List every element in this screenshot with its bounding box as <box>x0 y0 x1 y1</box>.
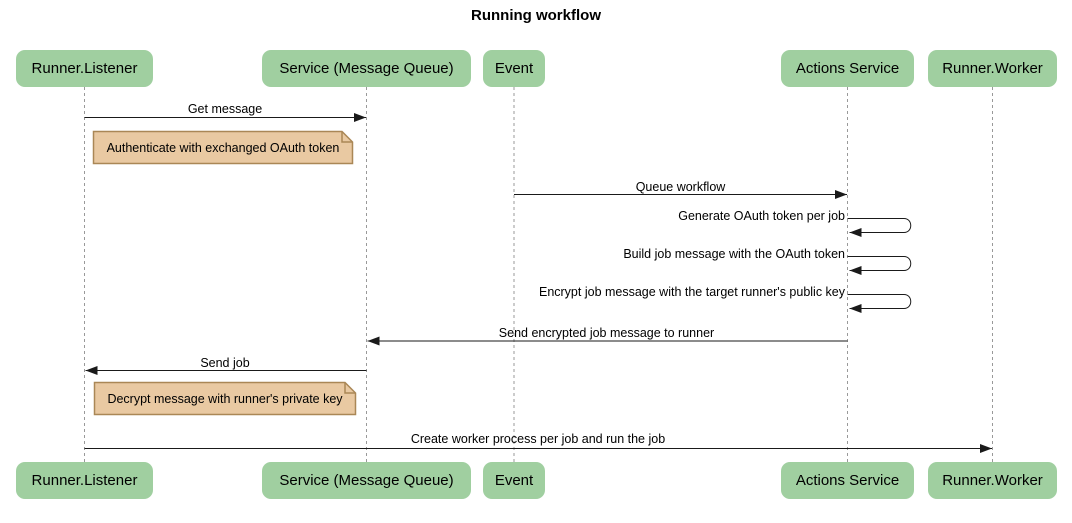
note-label-decrypt: Decrypt message with runner's private ke… <box>107 391 343 406</box>
message-label-send-encrypted-job-message: Send encrypted job message to runner <box>498 326 715 340</box>
actor-actions-service-bottom: Actions Service <box>781 462 914 499</box>
actor-runner-listener-bottom: Runner.Listener <box>16 462 153 499</box>
note-shape-decrypt <box>93 381 357 416</box>
note-fold-decrypt <box>344 382 356 394</box>
note-fold-authenticate <box>341 131 353 143</box>
actor-service-mq-bottom: Service (Message Queue) <box>262 462 471 499</box>
actor-runner-worker-top: Runner.Worker <box>928 50 1057 87</box>
message-label-send-job: Send job <box>200 356 250 370</box>
note-label-authenticate: Authenticate with exchanged OAuth token <box>106 140 340 155</box>
actor-event-top: Event <box>483 50 545 87</box>
message-label-queue-workflow: Queue workflow <box>635 180 726 194</box>
arrow-self-encrypt-job-message <box>847 294 912 313</box>
actor-runner-listener-top: Runner.Listener <box>16 50 153 87</box>
note-shape-authenticate <box>92 130 354 165</box>
message-label-generate-oauth: Generate OAuth token per job <box>678 209 845 223</box>
message-label-encrypt-job-message: Encrypt job message with the target runn… <box>538 285 845 299</box>
arrow-self-build-job-message <box>847 256 912 275</box>
actor-event-bottom: Event <box>483 462 545 499</box>
message-label-get-message: Get message <box>187 102 263 116</box>
arrow-self-generate-oauth <box>847 218 912 237</box>
actor-service-mq-top: Service (Message Queue) <box>262 50 471 87</box>
diagram-title: Running workflow <box>471 7 601 24</box>
actor-runner-worker-bottom: Runner.Worker <box>928 462 1057 499</box>
message-label-create-worker-process: Create worker process per job and run th… <box>410 432 666 446</box>
actor-actions-service-top: Actions Service <box>781 50 914 87</box>
message-label-build-job-message: Build job message with the OAuth token <box>623 247 845 261</box>
